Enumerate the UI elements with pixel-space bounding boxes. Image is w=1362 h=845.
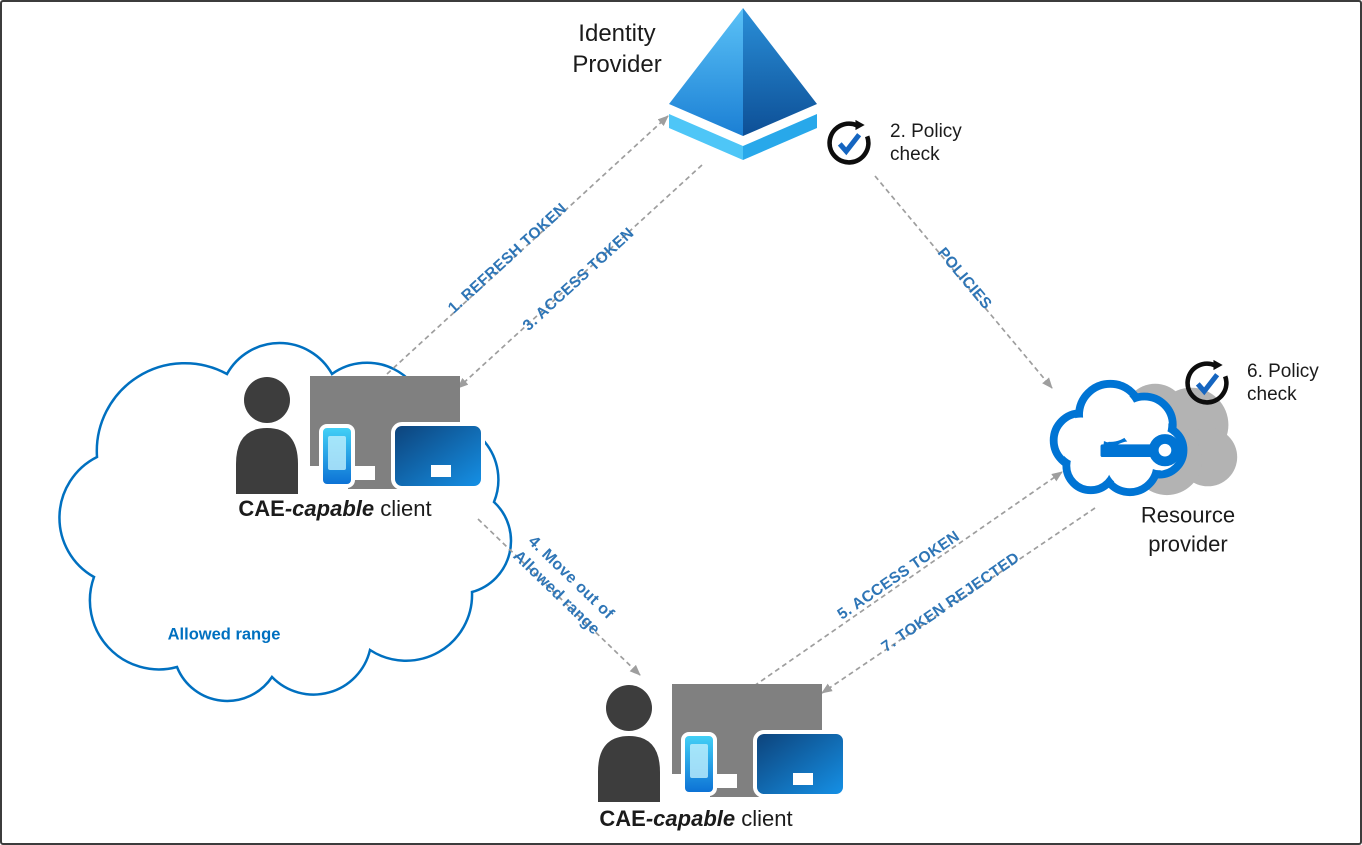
client-name-acronym: CAE — [599, 806, 646, 831]
client-name-acronym: CAE — [238, 496, 285, 521]
cae-client-bottom-icon — [597, 684, 847, 804]
edge-line-policies — [874, 175, 1053, 389]
cae-client-left-icon — [235, 376, 485, 496]
policy-check-6-icon — [1183, 359, 1231, 407]
resource-provider-icon — [1049, 379, 1238, 497]
client-name-rest: client — [735, 806, 793, 831]
cae-client-bottom-label: CAE-capable client — [599, 806, 792, 832]
policy-check-6-label: 6. Policy check — [1247, 360, 1319, 405]
identity-provider-icon — [669, 8, 817, 160]
identity-provider-label: Identity Provider — [572, 19, 662, 78]
resource-connector — [1100, 434, 1182, 467]
client-name-modifier: -capable — [645, 806, 736, 831]
edge-line-token-rejected — [821, 507, 1096, 694]
edge-line-refresh-token — [386, 115, 669, 375]
policy-check-2-icon — [825, 119, 873, 167]
resource-provider-label: Resource provider — [1140, 502, 1236, 556]
cae-client-left-label: CAE-capable client — [238, 496, 431, 522]
edge-line-access-token-to-rp — [753, 471, 1063, 687]
client-name-modifier: -capable — [284, 496, 375, 521]
client-name-rest: client — [374, 496, 432, 521]
edge-line-access-token-to-client — [457, 164, 703, 389]
policy-check-2-label: 2. Policy check — [890, 120, 962, 165]
allowed-range-label: Allowed range — [167, 625, 281, 644]
edge-line-move-out — [477, 518, 641, 676]
